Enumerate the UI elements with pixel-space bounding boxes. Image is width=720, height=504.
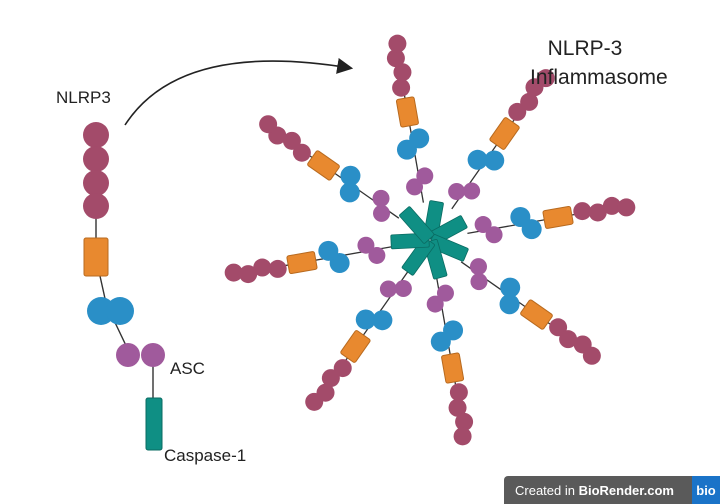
pyrin-domain-bead (83, 146, 109, 172)
lrr-domain-bead (355, 309, 376, 330)
lrr-domain-bead (318, 240, 339, 261)
nacht-domain (83, 237, 109, 277)
asc-bead (436, 284, 454, 302)
pyrin-domain-bead (549, 318, 568, 337)
inflammasome-arm (426, 277, 474, 446)
asc-bead (448, 183, 466, 201)
nacht-domain (395, 96, 419, 128)
pyrin-domain-bead (83, 170, 109, 196)
pyrin-domain-bead (588, 203, 607, 222)
caspase-1-label: Caspase-1 (164, 446, 247, 465)
inflammasome-arm (386, 34, 434, 203)
lrr-domain-bead (409, 128, 430, 149)
asc-bead (469, 258, 487, 276)
lrr-domain-bead (339, 182, 360, 203)
pyrin-domain-bead (224, 263, 243, 282)
asc-bead (368, 246, 386, 264)
inflammasome-arm (224, 236, 393, 284)
caspase-1-block (399, 206, 435, 244)
pyrin-domain-bead (253, 258, 272, 277)
asc-bead (426, 295, 444, 313)
inflammasome-arm (259, 115, 400, 222)
asc-label: ASC (170, 359, 205, 378)
pyrin-domain-bead (582, 346, 601, 365)
asc-bead (416, 167, 434, 185)
asc-bead (470, 273, 488, 291)
asc-bead (141, 343, 165, 367)
lrr-domain-bead (499, 294, 520, 315)
nacht-domain (441, 352, 465, 384)
pyrin-domain-bead (333, 359, 352, 378)
pyrin-domain-bead (559, 330, 578, 349)
pyrin-domain-bead (83, 193, 109, 219)
watermark-text: Created in BioRender.com (515, 482, 674, 498)
title-line-1: NLRP-3 (547, 37, 623, 60)
title-line-2: Inflammasome (530, 66, 668, 89)
pyrin-domain-bead (239, 265, 258, 284)
pyrin-domain-bead (321, 369, 340, 388)
nacht-domain (489, 117, 520, 150)
asc-bead (116, 343, 140, 367)
pyrin-domain-bead (392, 78, 411, 97)
inflammasome-arm (305, 270, 412, 411)
lrr-domain-bead (484, 150, 505, 171)
asc-bead (357, 236, 375, 254)
lrr-domain-bead (467, 149, 488, 170)
asc-bead (485, 226, 503, 244)
biorender-logo: bio (692, 476, 720, 504)
pyrin-domain-bead (282, 131, 301, 150)
pyrin-domain-bead (259, 115, 278, 134)
caspase-core (390, 200, 469, 280)
asc-bead (406, 178, 424, 196)
pyrin-domain-bead (83, 122, 109, 148)
pyrin-domain-bead (388, 34, 407, 53)
lrr-domain-bead (340, 165, 361, 186)
inflammasome-arms (224, 34, 636, 446)
pyrin-domain-bead (305, 392, 324, 411)
nlrp3-label: NLRP3 (56, 88, 111, 107)
watermark-brand: BioRender.com (578, 482, 674, 498)
pyrin-domain-bead (453, 427, 472, 446)
asc-bead (372, 189, 390, 207)
asc-bead (373, 204, 391, 222)
asc-bead (463, 182, 481, 200)
pyrin-domain-bead (602, 196, 621, 215)
pyrin-domain-bead (508, 102, 527, 121)
lrr-domain-bead (106, 297, 134, 325)
inflammasome-title: NLRP-3 Inflammasome (530, 34, 668, 92)
lrr-domain-bead (372, 310, 393, 331)
pyrin-domain-bead (448, 398, 467, 417)
lrr-domain-bead (500, 277, 521, 298)
pyrin-domain-bead (386, 49, 405, 68)
pyrin-domain-bead (536, 69, 555, 88)
pyrin-domain-bead (393, 63, 412, 82)
inflammasome-arm (448, 69, 555, 210)
pyrin-domain-bead (617, 198, 636, 217)
nacht-domain (542, 205, 574, 229)
biorender-watermark[interactable]: Created in BioRender.com bio (504, 476, 720, 504)
nacht-domain (520, 299, 553, 330)
asc-bead (379, 280, 397, 298)
nacht-domain (307, 150, 340, 181)
pyrin-domain-bead (520, 92, 539, 111)
nacht-domain (340, 330, 371, 363)
nlrp3-monomer (83, 122, 165, 451)
pyrin-domain-bead (292, 143, 311, 162)
pyrin-domain-bead (455, 412, 474, 431)
assembly-arrow (124, 58, 354, 126)
lrr-domain-bead (521, 219, 542, 240)
inflammasome-arm (460, 258, 601, 365)
pyrin-domain-bead (268, 259, 287, 278)
inflammasome-arm (467, 196, 636, 244)
pyrin-domain-bead (573, 202, 592, 221)
caspase-1-block (145, 397, 163, 451)
asc-bead (474, 216, 492, 234)
asc-bead (394, 279, 412, 297)
lrr-domain-bead (430, 331, 451, 352)
pyrin-domain-bead (449, 383, 468, 402)
nacht-domain (286, 251, 318, 275)
